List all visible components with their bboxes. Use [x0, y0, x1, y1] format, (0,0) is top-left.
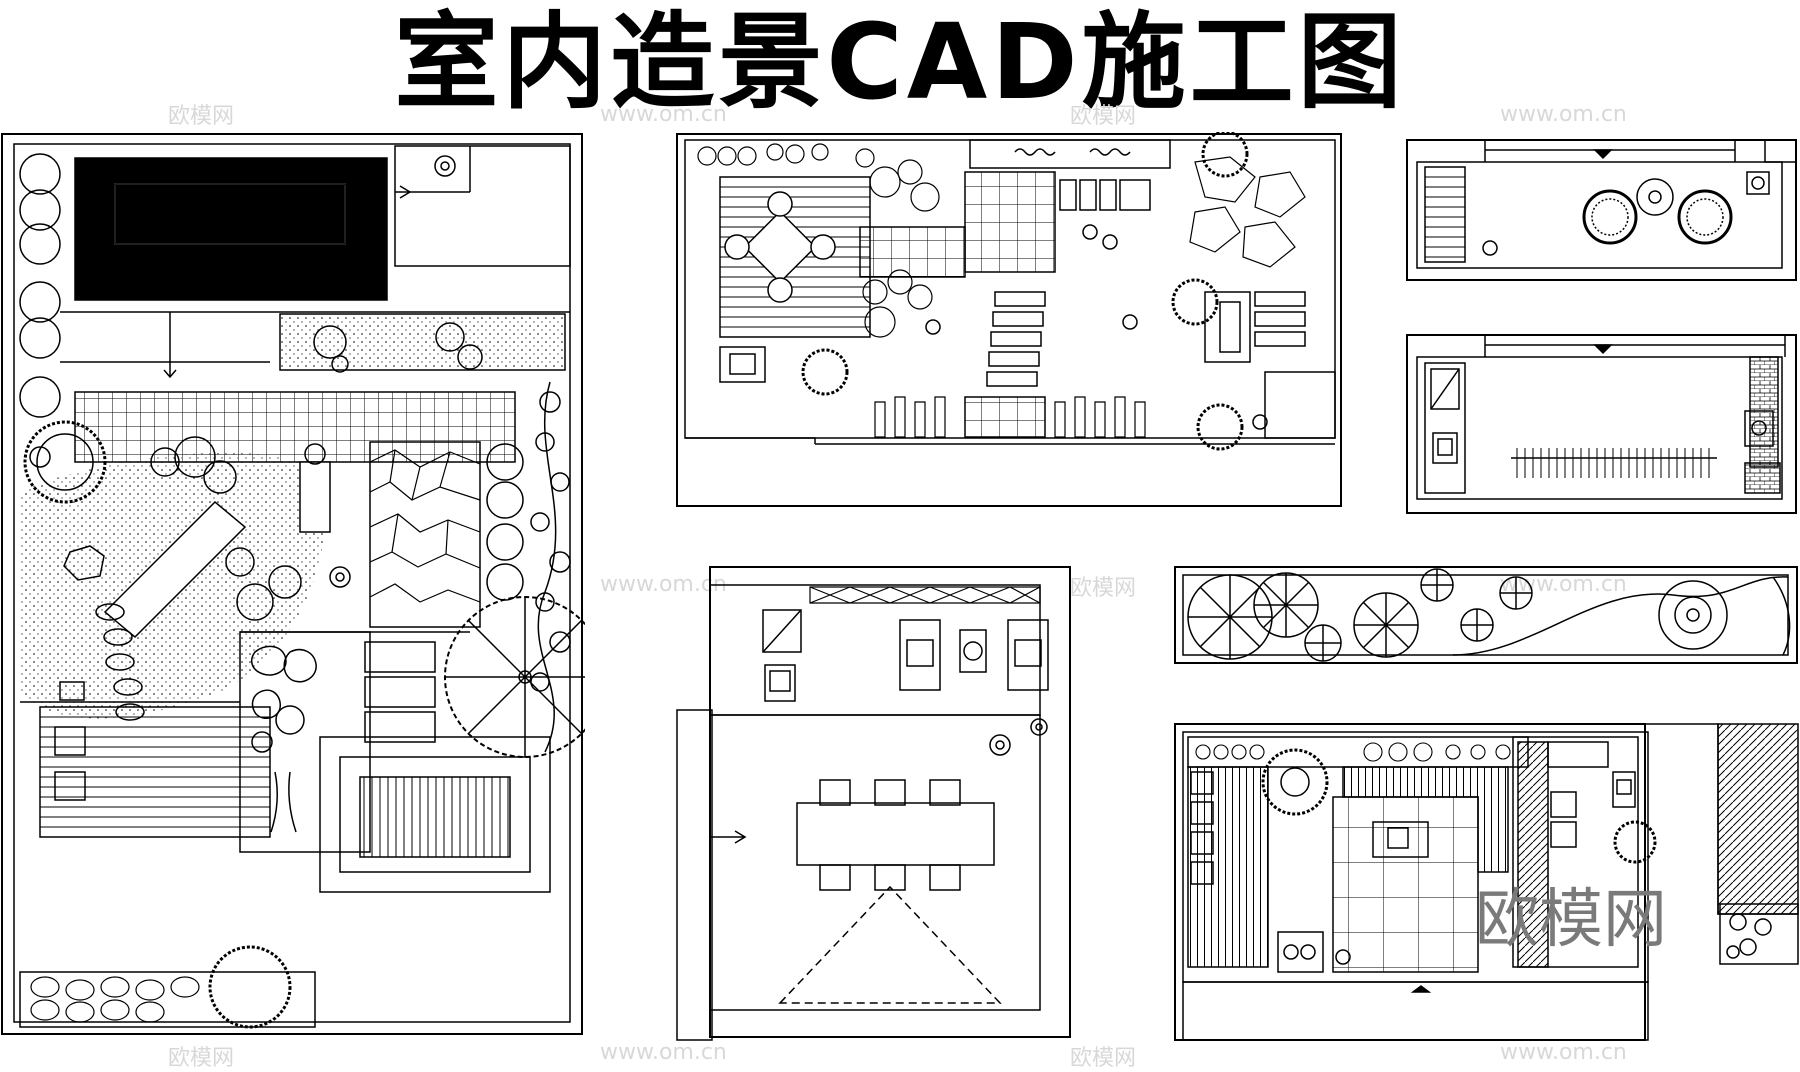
umbrella-tree — [445, 597, 585, 757]
balcony-plan-right-top — [1405, 132, 1798, 282]
terrace-plan-bottom-right — [1173, 722, 1800, 1044]
balcony-plan-right-middle — [1405, 333, 1798, 515]
courtyard-plan-left — [0, 132, 585, 1040]
watermark-url: www.om.cn — [600, 1040, 727, 1065]
watermark-logo: 欧模网 — [168, 1046, 235, 1071]
watermark-logo: 欧模网 — [1070, 1046, 1137, 1071]
garden-plan-top-center — [675, 132, 1345, 512]
living-dining-plan-center — [675, 565, 1075, 1043]
vine-plant — [531, 382, 570, 752]
planter-strip-plan — [1173, 565, 1800, 667]
round-shrubs — [1188, 569, 1532, 661]
page-title: 室内造景CAD施工图 — [394, 1, 1406, 123]
watermark-logo: 欧模网 — [1070, 576, 1137, 601]
tree-column — [20, 154, 60, 467]
